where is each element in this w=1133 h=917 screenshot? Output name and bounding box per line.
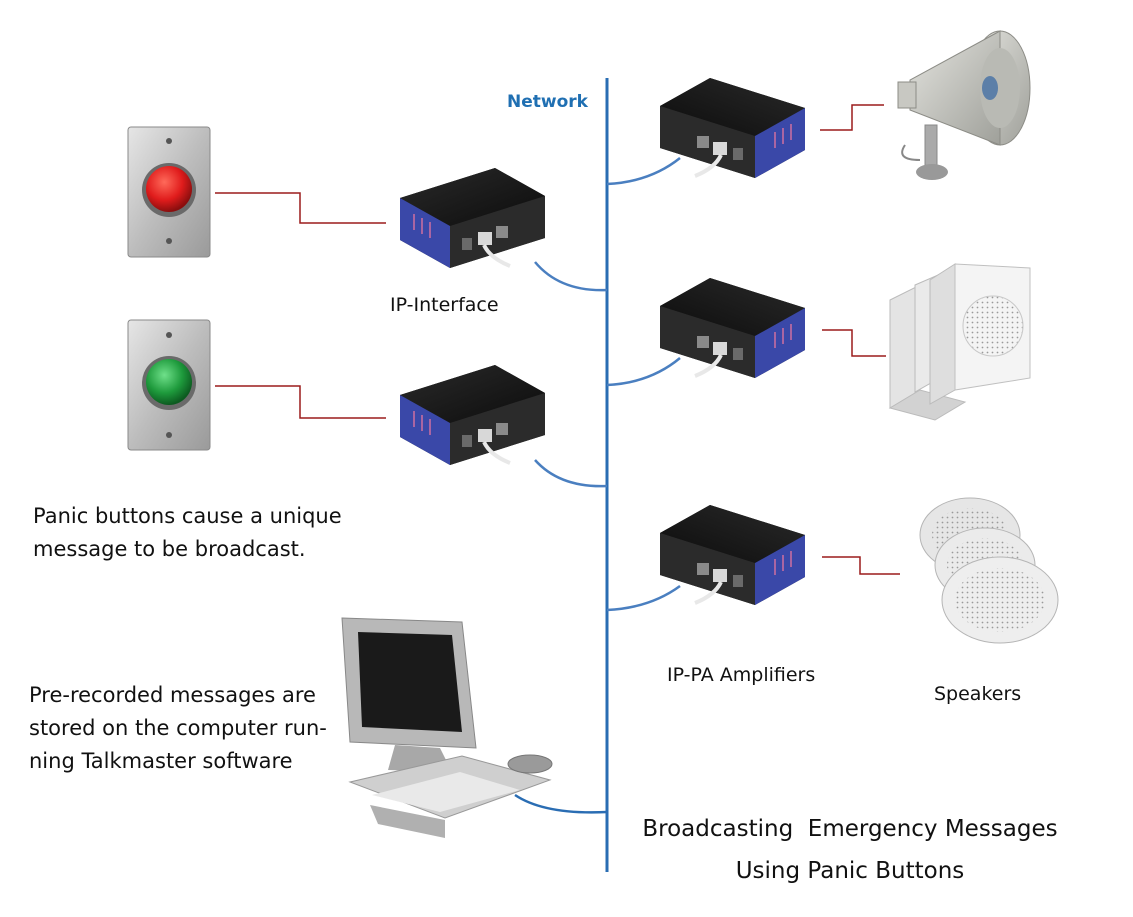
panic-button-red xyxy=(127,126,211,258)
horn-speaker-icon xyxy=(897,30,1031,180)
ip-interface-device-1 xyxy=(398,166,547,270)
cable-interface-2 xyxy=(534,459,608,488)
diagram-title: Broadcasting Emergency Messages Using Pa… xyxy=(630,808,1070,892)
wire-red-button xyxy=(215,192,386,224)
ip-interface-label: IP-Interface xyxy=(390,294,499,316)
prerecorded-note-line-1: Pre-recorded messages are xyxy=(29,683,316,707)
prerecorded-note-line-3: ning Talkmaster software xyxy=(29,749,293,773)
speakers-label: Speakers xyxy=(934,683,1022,705)
panic-note: Panic buttons cause a unique message to … xyxy=(33,500,373,566)
computer-icon xyxy=(341,617,553,838)
diagram-title-line-1: Broadcasting Emergency Messages xyxy=(642,816,1058,842)
amplifier-device-1 xyxy=(658,76,807,180)
panic-button-green xyxy=(127,319,211,451)
cable-interface-1 xyxy=(534,261,608,292)
amplifier-device-3 xyxy=(658,503,807,607)
wire-wall-speakers xyxy=(822,329,886,357)
ceiling-speakers-icon xyxy=(919,497,1059,644)
wire-horn xyxy=(820,104,884,131)
diagram-title-line-2: Using Panic Buttons xyxy=(735,858,965,884)
panic-note-line-1: Panic buttons cause a unique xyxy=(33,504,342,528)
wire-ceiling-speakers xyxy=(822,556,900,575)
amplifiers-label: IP-PA Amplifiers xyxy=(667,664,816,686)
prerecorded-note: Pre-recorded messages are stored on the … xyxy=(29,679,349,778)
cable-amplifier-3 xyxy=(606,584,681,612)
amplifier-device-2 xyxy=(658,276,807,380)
cable-amplifier-2 xyxy=(606,357,681,387)
ip-interface-device-2 xyxy=(398,363,547,467)
cable-amplifier-1 xyxy=(606,157,681,186)
prerecorded-note-line-2: stored on the computer run- xyxy=(29,716,327,740)
network-label: Network xyxy=(507,92,588,112)
cable-computer xyxy=(514,793,608,814)
wall-speakers-icon xyxy=(888,263,1031,421)
wire-green-button xyxy=(215,385,386,419)
panic-note-line-2: message to be broadcast. xyxy=(33,537,306,561)
